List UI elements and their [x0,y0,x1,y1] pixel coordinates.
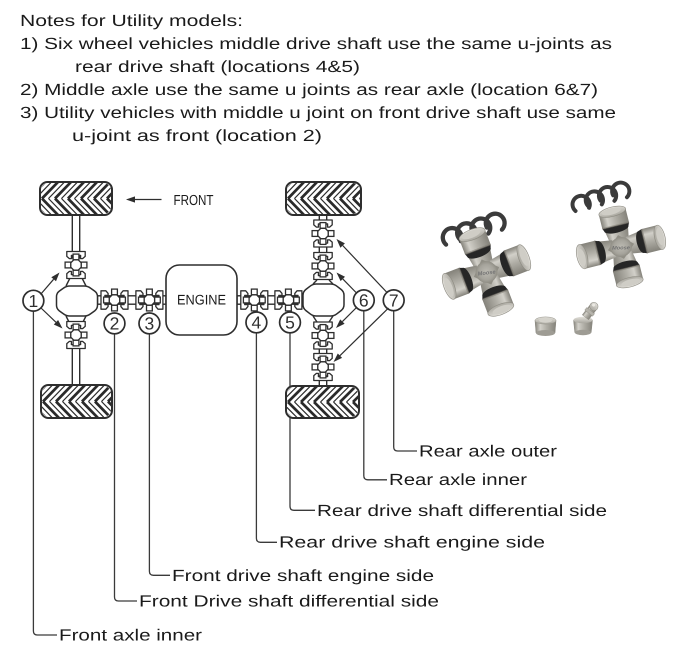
svg-text:u-joint as front (location 2): u-joint as front (location 2) [72,127,322,145]
svg-text:Rear drive shaft engine side: Rear drive shaft engine side [279,534,545,552]
svg-text:Moose: Moose [477,269,496,277]
svg-text:3: 3 [145,314,155,334]
svg-text:2: 2 [110,314,120,334]
svg-text:Notes for Utility models:: Notes for Utility models: [20,12,243,30]
svg-text:Rear drive shaft differential: Rear drive shaft differential side [317,502,607,520]
svg-text:7: 7 [389,291,399,311]
svg-text:1) Six wheel vehicles middle d: 1) Six wheel vehicles middle drive shaft… [20,35,612,53]
svg-text:6: 6 [359,291,369,311]
svg-text:1: 1 [29,291,39,311]
svg-text:Rear axle inner: Rear axle inner [389,471,528,489]
svg-text:4: 4 [252,313,262,333]
svg-text:3) Utility vehicles with middl: 3) Utility vehicles with middle u joint … [20,104,616,122]
svg-text:2) Middle axle use the same u: 2) Middle axle use the same u joints as … [20,81,598,99]
svg-text:Rear axle outer: Rear axle outer [419,443,558,461]
svg-text:Front Drive shaft differential: Front Drive shaft differential side [139,592,439,610]
svg-text:Front drive shaft engine side: Front drive shaft engine side [172,567,434,585]
svg-text:5: 5 [285,313,295,333]
svg-text:rear drive shaft (locations 4&: rear drive shaft (locations 4&5) [75,58,360,76]
svg-text:Front axle inner: Front axle inner [59,627,203,645]
svg-text:ENGINE: ENGINE [177,292,226,308]
svg-text:Moose: Moose [612,245,630,251]
svg-text:FRONT: FRONT [174,193,214,209]
